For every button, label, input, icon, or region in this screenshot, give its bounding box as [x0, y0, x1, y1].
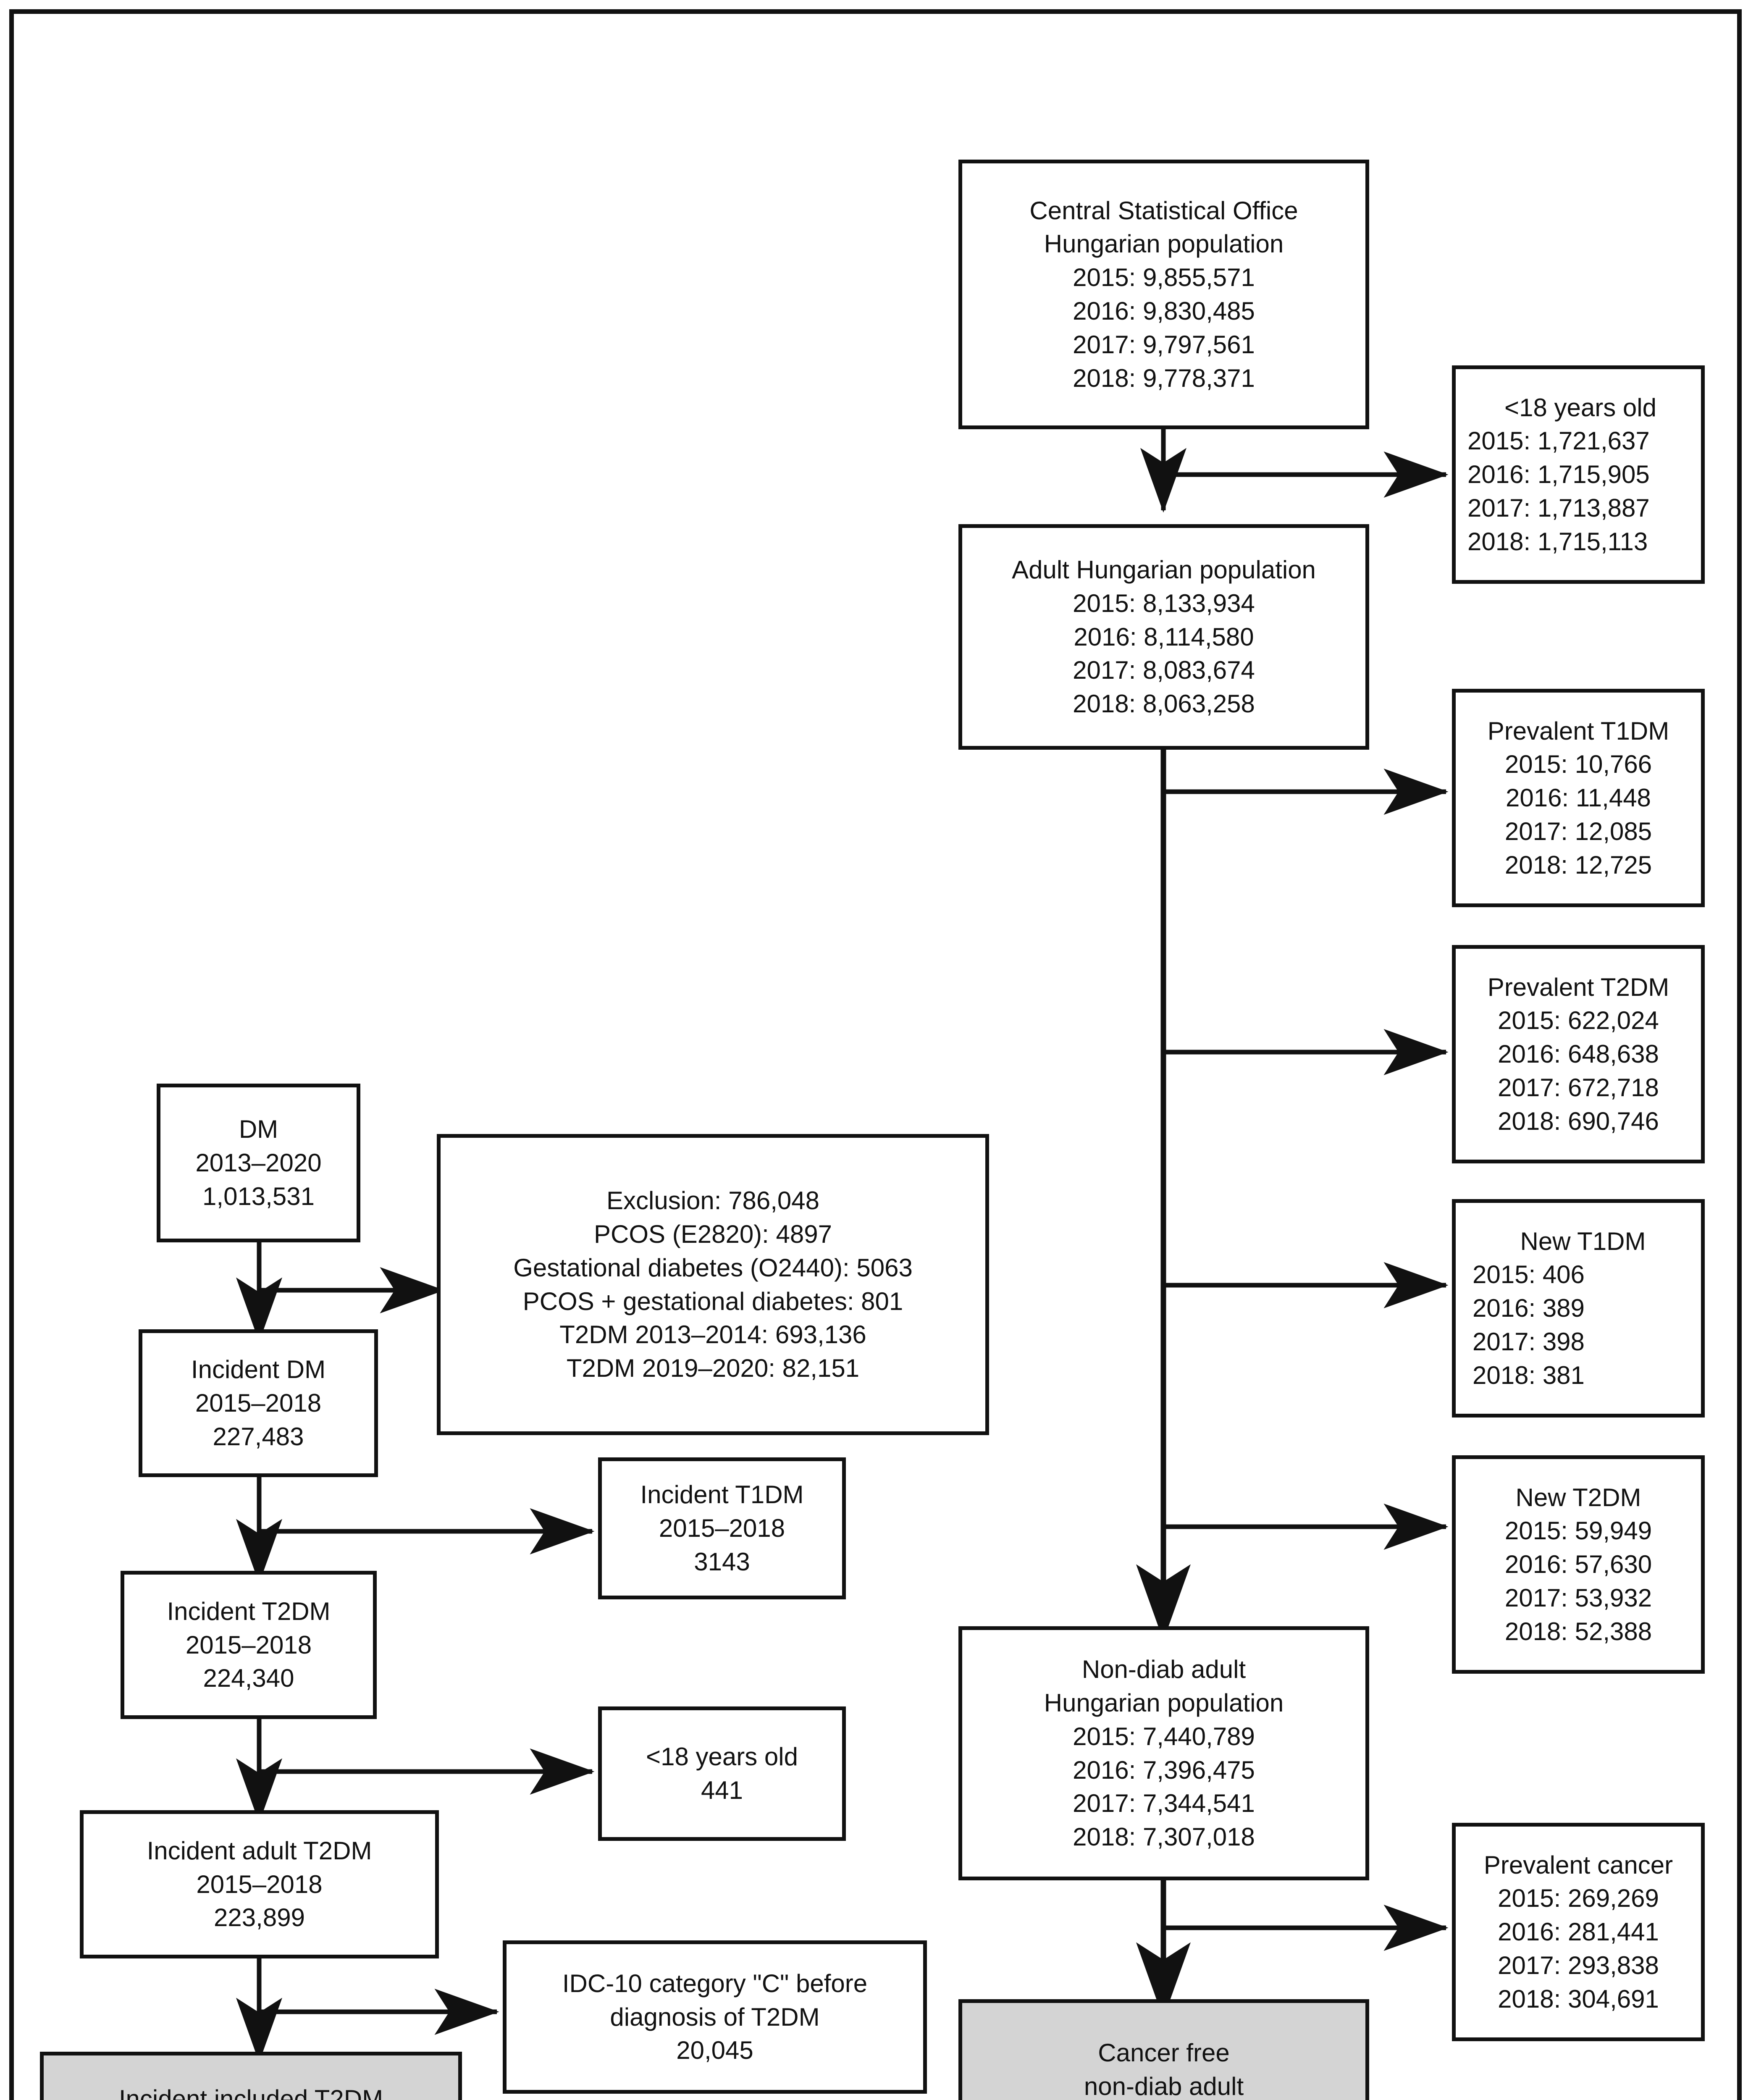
nondiab-row-2018: 2018: 7,307,018 [1073, 1823, 1255, 1851]
incident-dm-line3: 227,483 [213, 1422, 304, 1451]
new-t2dm-header: New T2DM [1515, 1483, 1641, 1512]
cancerfree-header-line1: Cancer free [1098, 2039, 1230, 2067]
node-incident-adult-t2dm: Incident adult T2DM 2015–2018 223,899 [80, 1810, 439, 1958]
node-new-t1dm: New T1DM 2015: 406 2016: 389 2017: 398 2… [1452, 1199, 1705, 1418]
new-t1dm-row-2018: 2018: 381 [1473, 1361, 1585, 1389]
new-t1dm-header: New T1DM [1520, 1227, 1646, 1255]
incident-dm-header: Incident DM [191, 1355, 326, 1384]
idc10-line1: IDC-10 category "C" before [562, 1969, 868, 1998]
node-exclusion: Exclusion: 786,048 PCOS (E2820): 4897 Ge… [437, 1134, 989, 1435]
prevalent-cancer-header: Prevalent cancer [1483, 1851, 1673, 1879]
incident-t1dm-line3: 3143 [694, 1547, 750, 1576]
node-prevalent-cancer: Prevalent cancer 2015: 269,269 2016: 281… [1452, 1823, 1705, 2041]
node-central-statistical-office: Central Statistical Office Hungarian pop… [958, 160, 1369, 429]
adult-pop-row-2015: 2015: 8,133,934 [1073, 589, 1255, 617]
prevalent-cancer-row-2016: 2016: 281,441 [1498, 1918, 1659, 1946]
nondiab-row-2017: 2017: 7,344,541 [1073, 1789, 1255, 1818]
idc10-line3: 20,045 [676, 2036, 753, 2065]
new-t2dm-row-2017: 2017: 53,932 [1504, 1583, 1652, 1612]
under18-t2dm-line2: 441 [701, 1776, 743, 1804]
prevalent-cancer-row-2018: 2018: 304,691 [1498, 1984, 1659, 2013]
under18-pop-row-2018: 2018: 1,715,113 [1467, 527, 1648, 556]
under18-pop-row-2017: 2017: 1,713,887 [1467, 494, 1650, 522]
node-cancer-free-non-diab-adult-population: Cancer free non-diab adult Hungarian pop… [958, 1999, 1369, 2100]
cancerfree-header-line2: non-diab adult [1084, 2072, 1244, 2100]
prevalent-t2dm-row-2016: 2016: 648,638 [1498, 1040, 1659, 1068]
adult-pop-row-2018: 2018: 8,063,258 [1073, 690, 1255, 718]
new-t2dm-row-2016: 2016: 57,630 [1504, 1550, 1652, 1579]
node-incident-t2dm: Incident T2DM 2015–2018 224,340 [121, 1571, 377, 1719]
idc10-line2: diagnosis of T2DM [610, 2003, 820, 2031]
prevalent-t1dm-row-2017: 2017: 12,085 [1504, 817, 1652, 845]
incident-dm-line2: 2015–2018 [195, 1389, 322, 1418]
under18-pop-row-2015: 2015: 1,721,637 [1467, 427, 1650, 455]
node-prevalent-t1dm: Prevalent T1DM 2015: 10,766 2016: 11,448… [1452, 689, 1705, 907]
incident-adult-t2dm-line2: 2015–2018 [196, 1870, 323, 1898]
dm-line3: 1,013,531 [202, 1182, 315, 1210]
nondiab-row-2016: 2016: 7,396,475 [1073, 1756, 1255, 1784]
incident-adult-t2dm-header: Incident adult T2DM [147, 1836, 372, 1865]
nondiab-row-2015: 2015: 7,440,789 [1073, 1722, 1255, 1751]
prevalent-t2dm-row-2017: 2017: 672,718 [1498, 1073, 1659, 1102]
node-non-diab-adult-population: Non-diab adult Hungarian population 2015… [958, 1626, 1369, 1880]
adult-pop-row-2017: 2017: 8,083,674 [1073, 656, 1255, 685]
dm-header: DM [239, 1115, 278, 1144]
new-t1dm-row-2017: 2017: 398 [1473, 1327, 1585, 1356]
dm-line2: 2013–2020 [195, 1149, 322, 1177]
new-t1dm-row-2015: 2015: 406 [1473, 1260, 1585, 1289]
prevalent-t2dm-row-2015: 2015: 622,024 [1498, 1006, 1659, 1035]
incident-t1dm-line2: 2015–2018 [659, 1514, 785, 1543]
prevalent-t2dm-header: Prevalent T2DM [1487, 973, 1669, 1001]
node-under18-t2dm: <18 years old 441 [598, 1706, 846, 1841]
prevalent-cancer-row-2015: 2015: 269,269 [1498, 1884, 1659, 1913]
node-new-t2dm: New T2DM 2015: 59,949 2016: 57,630 2017:… [1452, 1455, 1705, 1674]
nondiab-header-line2: Hungarian population [1044, 1688, 1284, 1717]
prevalent-t1dm-row-2015: 2015: 10,766 [1504, 750, 1652, 779]
new-t1dm-row-2016: 2016: 389 [1473, 1294, 1585, 1323]
adult-pop-header: Adult Hungarian population [1012, 556, 1316, 584]
prevalent-t1dm-header: Prevalent T1DM [1487, 717, 1669, 745]
exclusion-line1: Exclusion: 786,048 [606, 1186, 819, 1215]
under18-t2dm-header: <18 years old [646, 1743, 798, 1771]
under18-pop-row-2016: 2016: 1,715,905 [1467, 460, 1650, 489]
new-t2dm-row-2018: 2018: 52,388 [1504, 1617, 1652, 1646]
cso-row-2018: 2018: 9,778,371 [1073, 364, 1255, 392]
node-under18-population: <18 years old 2015: 1,721,637 2016: 1,71… [1452, 365, 1705, 584]
under18-pop-header: <18 years old [1504, 393, 1656, 422]
node-adult-hungarian-population: Adult Hungarian population 2015: 8,133,9… [958, 524, 1369, 750]
prevalent-t1dm-row-2016: 2016: 11,448 [1506, 784, 1651, 812]
incident-t2dm-line2: 2015–2018 [185, 1630, 312, 1659]
node-prevalent-t2dm: Prevalent T2DM 2015: 622,024 2016: 648,6… [1452, 945, 1705, 1163]
node-incident-t1dm: Incident T1DM 2015–2018 3143 [598, 1457, 846, 1599]
prevalent-t1dm-row-2018: 2018: 12,725 [1504, 850, 1652, 879]
cso-row-2017: 2017: 9,797,561 [1073, 330, 1255, 359]
node-dm: DM 2013–2020 1,013,531 [157, 1084, 360, 1242]
cso-header-line2: Hungarian population [1044, 230, 1284, 258]
exclusion-line2: PCOS (E2820): 4897 [594, 1220, 832, 1248]
cso-row-2016: 2016: 9,830,485 [1073, 297, 1255, 325]
incident-t1dm-header: Incident T1DM [640, 1480, 804, 1509]
incident-t2dm-line3: 224,340 [203, 1664, 294, 1693]
exclusion-line5: T2DM 2013–2014: 693,136 [559, 1320, 866, 1349]
exclusion-line6: T2DM 2019–2020: 82,151 [566, 1354, 860, 1383]
node-idc10-cancer-before-t2dm: IDC-10 category "C" before diagnosis of … [503, 1940, 927, 2094]
cso-row-2015: 2015: 9,855,571 [1073, 263, 1255, 292]
node-incident-dm: Incident DM 2015–2018 227,483 [139, 1329, 378, 1477]
incident-adult-t2dm-line3: 223,899 [214, 1903, 305, 1932]
exclusion-line3: Gestational diabetes (O2440): 5063 [513, 1253, 913, 1282]
new-t2dm-row-2015: 2015: 59,949 [1504, 1517, 1652, 1545]
exclusion-line4: PCOS + gestational diabetes: 801 [522, 1287, 903, 1315]
incident-t2dm-header: Incident T2DM [167, 1597, 331, 1625]
incident-included-t2dm-header: Incident included T2DM [118, 2085, 383, 2100]
cso-header-line1: Central Statistical Office [1029, 196, 1298, 225]
adult-pop-row-2016: 2016: 8,114,580 [1074, 622, 1254, 651]
prevalent-t2dm-row-2018: 2018: 690,746 [1498, 1107, 1659, 1135]
nondiab-header-line1: Non-diab adult [1081, 1655, 1246, 1684]
node-incident-included-t2dm: Incident included T2DM 2015: 54,851 2016… [40, 2052, 462, 2100]
prevalent-cancer-row-2017: 2017: 293,838 [1498, 1951, 1659, 1979]
